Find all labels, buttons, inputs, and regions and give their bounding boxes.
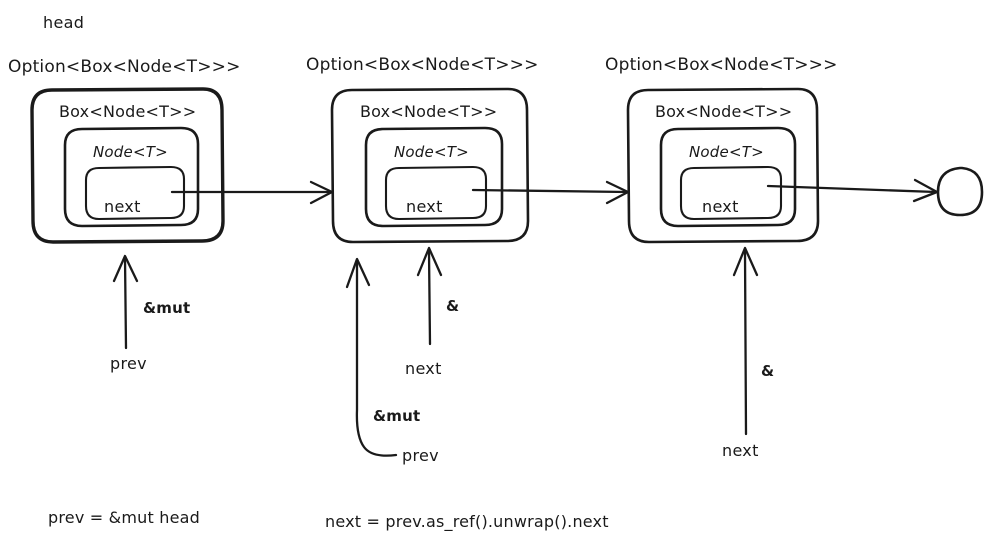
pointer-next-node2-var: next xyxy=(405,359,442,378)
node-1-box-label: Box<Node<T>> xyxy=(59,102,196,121)
pointer-prev-node1-ref: &mut xyxy=(143,299,190,317)
link-node3-to-none xyxy=(766,178,939,203)
node-1-option-box xyxy=(30,87,225,244)
node-3-box-label: Box<Node<T>> xyxy=(655,102,792,121)
link-node1-to-node2 xyxy=(170,180,334,205)
pointer-prev-node1: &mut prev xyxy=(110,254,190,373)
pointer-prev-node2-ref: &mut xyxy=(373,407,420,425)
node-1-node-box xyxy=(84,165,186,221)
node-2-option-label: Option<Box<Node<T>>> xyxy=(306,55,539,75)
caption-prev-assignment: prev = &mut head xyxy=(48,508,200,527)
node-3-group: Option<Box<Node<T>>> Box<Node<T>> Node<T… xyxy=(605,55,838,244)
terminator-none xyxy=(936,166,984,217)
node-3-option-label: Option<Box<Node<T>>> xyxy=(605,55,838,75)
node-2-option-box xyxy=(330,87,530,244)
caption-next-assignment: next = prev.as_ref().unwrap().next xyxy=(325,512,609,532)
node-2-node-label: Node<T> xyxy=(394,143,469,161)
pointer-next-node2-ref: & xyxy=(446,297,459,315)
node-1-group: Option<Box<Node<T>>> Box<Node<T>> Node<T… xyxy=(8,57,241,244)
pointer-next-node3-var: next xyxy=(722,441,759,460)
pointer-prev-node2: &mut prev xyxy=(345,257,439,465)
node-3-option-box xyxy=(626,87,820,244)
node-1-node-label: Node<T> xyxy=(93,143,168,161)
pointer-next-node3-ref: & xyxy=(761,362,774,380)
node-3-box-box xyxy=(659,126,797,228)
node-1-box-box xyxy=(63,126,200,228)
node-3-node-label: Node<T> xyxy=(689,143,764,161)
node-2-field-label: next xyxy=(406,197,443,216)
node-1-field-label: next xyxy=(104,197,141,216)
node-2-group: Option<Box<Node<T>>> Box<Node<T>> Node<T… xyxy=(306,55,539,244)
node-2-node-box xyxy=(384,165,488,221)
pointer-prev-node1-var: prev xyxy=(110,354,147,373)
head-label: head xyxy=(43,13,84,32)
node-1-option-label: Option<Box<Node<T>>> xyxy=(8,57,241,77)
node-2-box-box xyxy=(364,126,504,228)
node-3-field-label: next xyxy=(702,197,739,216)
node-2-box-label: Box<Node<T>> xyxy=(360,102,497,121)
none-circle-icon xyxy=(936,166,984,217)
pointer-next-node2: & next xyxy=(405,246,459,378)
pointer-next-node3: & next xyxy=(722,246,774,460)
pointer-prev-node2-var: prev xyxy=(402,446,439,465)
node-3-node-box xyxy=(679,165,783,221)
link-node2-to-node3 xyxy=(471,180,630,205)
